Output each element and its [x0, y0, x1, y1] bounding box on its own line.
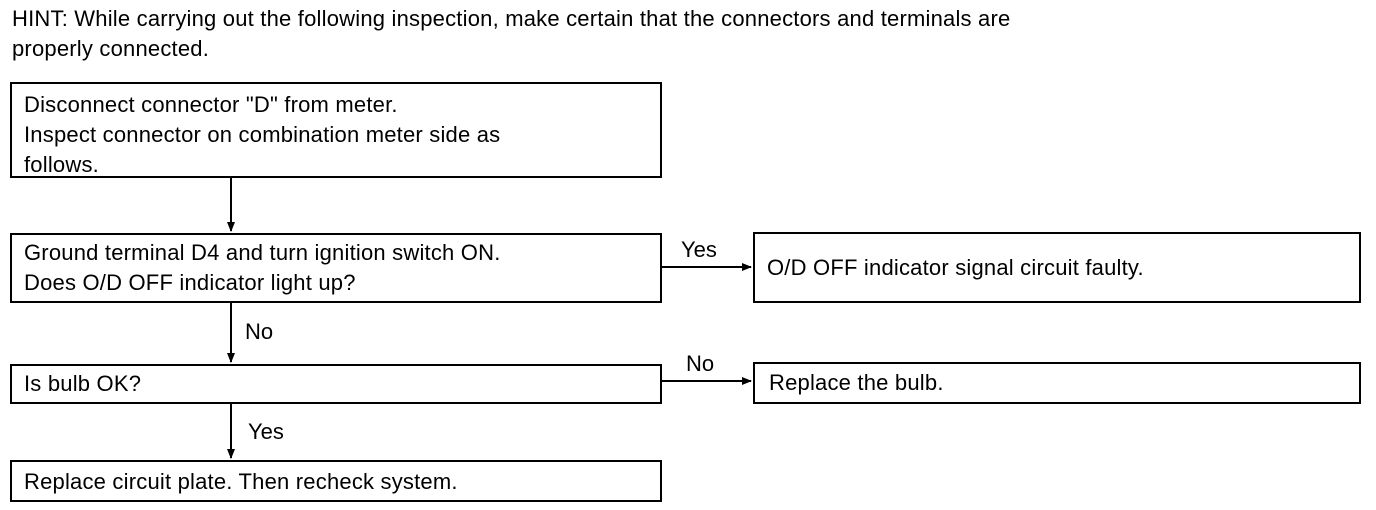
result-replace-bulb-text: Replace the bulb. [769, 370, 944, 395]
step-ground-line-2: Does O/D OFF indicator light up? [24, 270, 356, 295]
branch-label-bulb-yes: Yes [248, 419, 284, 444]
result-replace-bulb: Replace the bulb. [753, 362, 1361, 404]
result-faulty-text: O/D OFF indicator signal circuit faulty. [767, 255, 1144, 280]
step-bulb-check: Is bulb OK? [10, 364, 662, 404]
step-ground-line-1: Ground terminal D4 and turn ignition swi… [24, 240, 501, 265]
result-signal-circuit-faulty: O/D OFF indicator signal circuit faulty. [753, 232, 1361, 303]
hint-line-1: HINT: While carrying out the following i… [12, 6, 1011, 31]
step-disconnect-connector: Disconnect connector "D" from meter. Ins… [10, 82, 662, 178]
step-ground-terminal-check: Ground terminal D4 and turn ignition swi… [10, 233, 662, 303]
hint-text: HINT: While carrying out the following i… [12, 4, 1362, 64]
result-replace-plate-text: Replace circuit plate. Then recheck syst… [24, 469, 458, 494]
result-replace-circuit-plate: Replace circuit plate. Then recheck syst… [10, 460, 662, 502]
branch-label-bulb-no: No [686, 351, 715, 376]
hint-line-2: properly connected. [12, 36, 210, 61]
step-disconnect-line-2: Inspect connector on combination meter s… [24, 122, 501, 147]
step-bulb-text: Is bulb OK? [24, 371, 142, 396]
branch-label-ground-yes: Yes [681, 237, 717, 262]
step-disconnect-line-1: Disconnect connector "D" from meter. [24, 92, 398, 117]
branch-label-ground-no: No [245, 319, 274, 344]
step-disconnect-line-3: follows. [24, 152, 99, 177]
